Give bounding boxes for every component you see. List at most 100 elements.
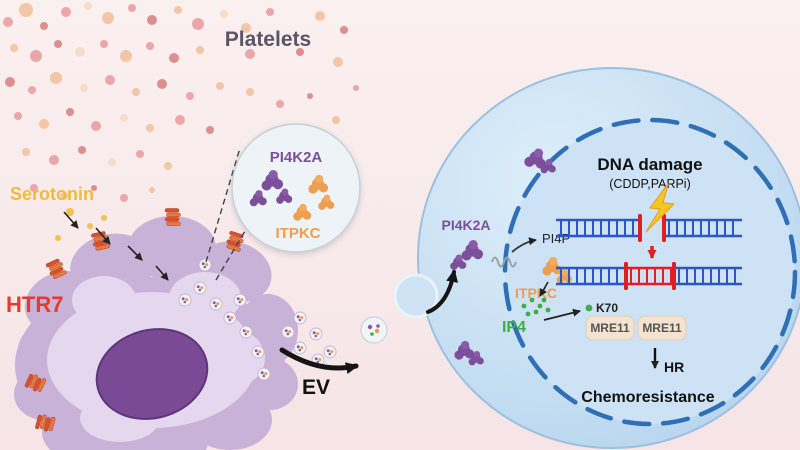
platelet-dot [108, 158, 116, 166]
platelet-dot [91, 121, 101, 131]
ev-speck [251, 345, 265, 359]
platelet-dot [55, 235, 61, 241]
platelet-dot [66, 208, 74, 216]
platelet-dot [146, 42, 154, 50]
platelet-dot [22, 148, 30, 156]
itpkc-to-ip4-arrow [539, 281, 549, 297]
dna-break-bar [662, 214, 666, 242]
ev-speck [293, 341, 307, 355]
ev-vesicle-cargo [360, 316, 388, 344]
platelet-dot [146, 124, 154, 132]
ev-speck [209, 297, 223, 311]
mre11-left-label: MRE11 [590, 321, 630, 335]
platelet-dot [3, 17, 13, 27]
ev-speck [223, 311, 237, 325]
platelet-dot [87, 223, 93, 229]
platelet-dot [147, 15, 157, 25]
cyto-pi4k2a-label: PI4K2A [441, 217, 490, 233]
ev-speck [198, 258, 212, 272]
ev-release-arrow [279, 347, 359, 375]
mre11-box-left [585, 315, 635, 341]
platelet-dot [307, 93, 313, 99]
platelet-dot [220, 10, 228, 18]
ev-speck [309, 327, 323, 341]
platelet-dot [120, 114, 128, 122]
donor-cell-nucleus [95, 328, 209, 420]
dna-break-bar [624, 262, 628, 290]
platelet-dot [14, 112, 22, 120]
ev-speck [178, 293, 192, 307]
platelet-dot [39, 119, 49, 129]
platelet-dot [66, 108, 74, 116]
inset-itpkc-label: ITPKC [276, 225, 321, 242]
platelet-dot [164, 162, 172, 170]
ev-speck [323, 345, 337, 359]
platelet-dot [332, 116, 340, 124]
dna-damage-subtitle: (CDDP,PARPi) [609, 177, 691, 191]
hr-label: HR [664, 359, 684, 375]
ev-speck [239, 325, 253, 339]
cyto-itpkc-label: ITPKC [515, 285, 557, 301]
platelet-dots [3, 2, 359, 297]
dna-break-bar [672, 262, 676, 290]
ev-speck [257, 367, 271, 381]
mre11-box-right [637, 315, 687, 341]
nucleus-contents: DNA damage (CDDP,PARPi) K70 MRE11 MRE11 … [556, 155, 742, 406]
platelet-dot [75, 47, 85, 57]
ip4-to-k70-arrow [543, 308, 581, 321]
platelet-dot [50, 72, 62, 84]
platelet-dot [54, 40, 62, 48]
pi4p-arrow [511, 237, 537, 253]
platelet-dot [169, 53, 179, 63]
platelet-dot [61, 7, 71, 17]
platelet-dot [102, 12, 114, 24]
ip4-molecules [521, 297, 551, 317]
magnifier-callout: PI4K2A ITPKC [205, 123, 361, 281]
platelet-dot [19, 3, 33, 17]
dna-damage-title: DNA damage [597, 155, 702, 174]
ev-vesicle-fusing [393, 273, 439, 319]
k70-acetyl-dot [585, 304, 593, 312]
platelet-dot [128, 4, 136, 12]
serotonin-label: Serotonin [10, 184, 94, 204]
chemoresistance-label: Chemoresistance [581, 389, 714, 406]
platelet-dot [340, 26, 348, 34]
platelet-dot [149, 187, 155, 193]
platelet-dot [175, 115, 185, 125]
k70-label: K70 [596, 301, 618, 315]
serotonin-uptake-arrows [63, 211, 169, 281]
platelet-dot [5, 77, 15, 87]
cytoplasm-signaling: PI4K2A PI4P ITPKC IP4 [426, 145, 581, 366]
platelet-dot [28, 86, 36, 94]
platelet-dot [266, 8, 274, 16]
inset-pi4k2a-label: PI4K2A [270, 149, 323, 166]
ev-speck [281, 325, 295, 339]
dna-break-bar [638, 214, 642, 242]
platelet-dot [157, 79, 167, 89]
platelet-dot [216, 82, 224, 90]
platelet-dot [80, 84, 88, 92]
cargo-inset-circle [231, 123, 361, 253]
htr7-label: HTR7 [6, 292, 63, 317]
ev-speck [233, 293, 247, 307]
dna-strand-damaged [556, 214, 742, 242]
platelet-dot [60, 192, 68, 200]
platelet-dot [186, 92, 194, 100]
platelet-dot [246, 88, 254, 96]
platelet-dot [91, 185, 97, 191]
platelet-dot [101, 215, 107, 221]
dna-strand-repairing [556, 262, 742, 290]
ev-label: EV [302, 376, 330, 399]
platelet-dot [276, 100, 284, 108]
lipid-coil-icon [491, 256, 517, 268]
platelet-dot [100, 40, 108, 48]
platelet-dot [132, 88, 140, 96]
recipient-nucleus [502, 117, 798, 427]
lightning-bolt-icon [645, 183, 675, 233]
platelet-dot [206, 126, 214, 134]
platelet-dot [30, 50, 42, 62]
platelet-dot [120, 50, 132, 62]
platelet-dot [10, 44, 18, 52]
